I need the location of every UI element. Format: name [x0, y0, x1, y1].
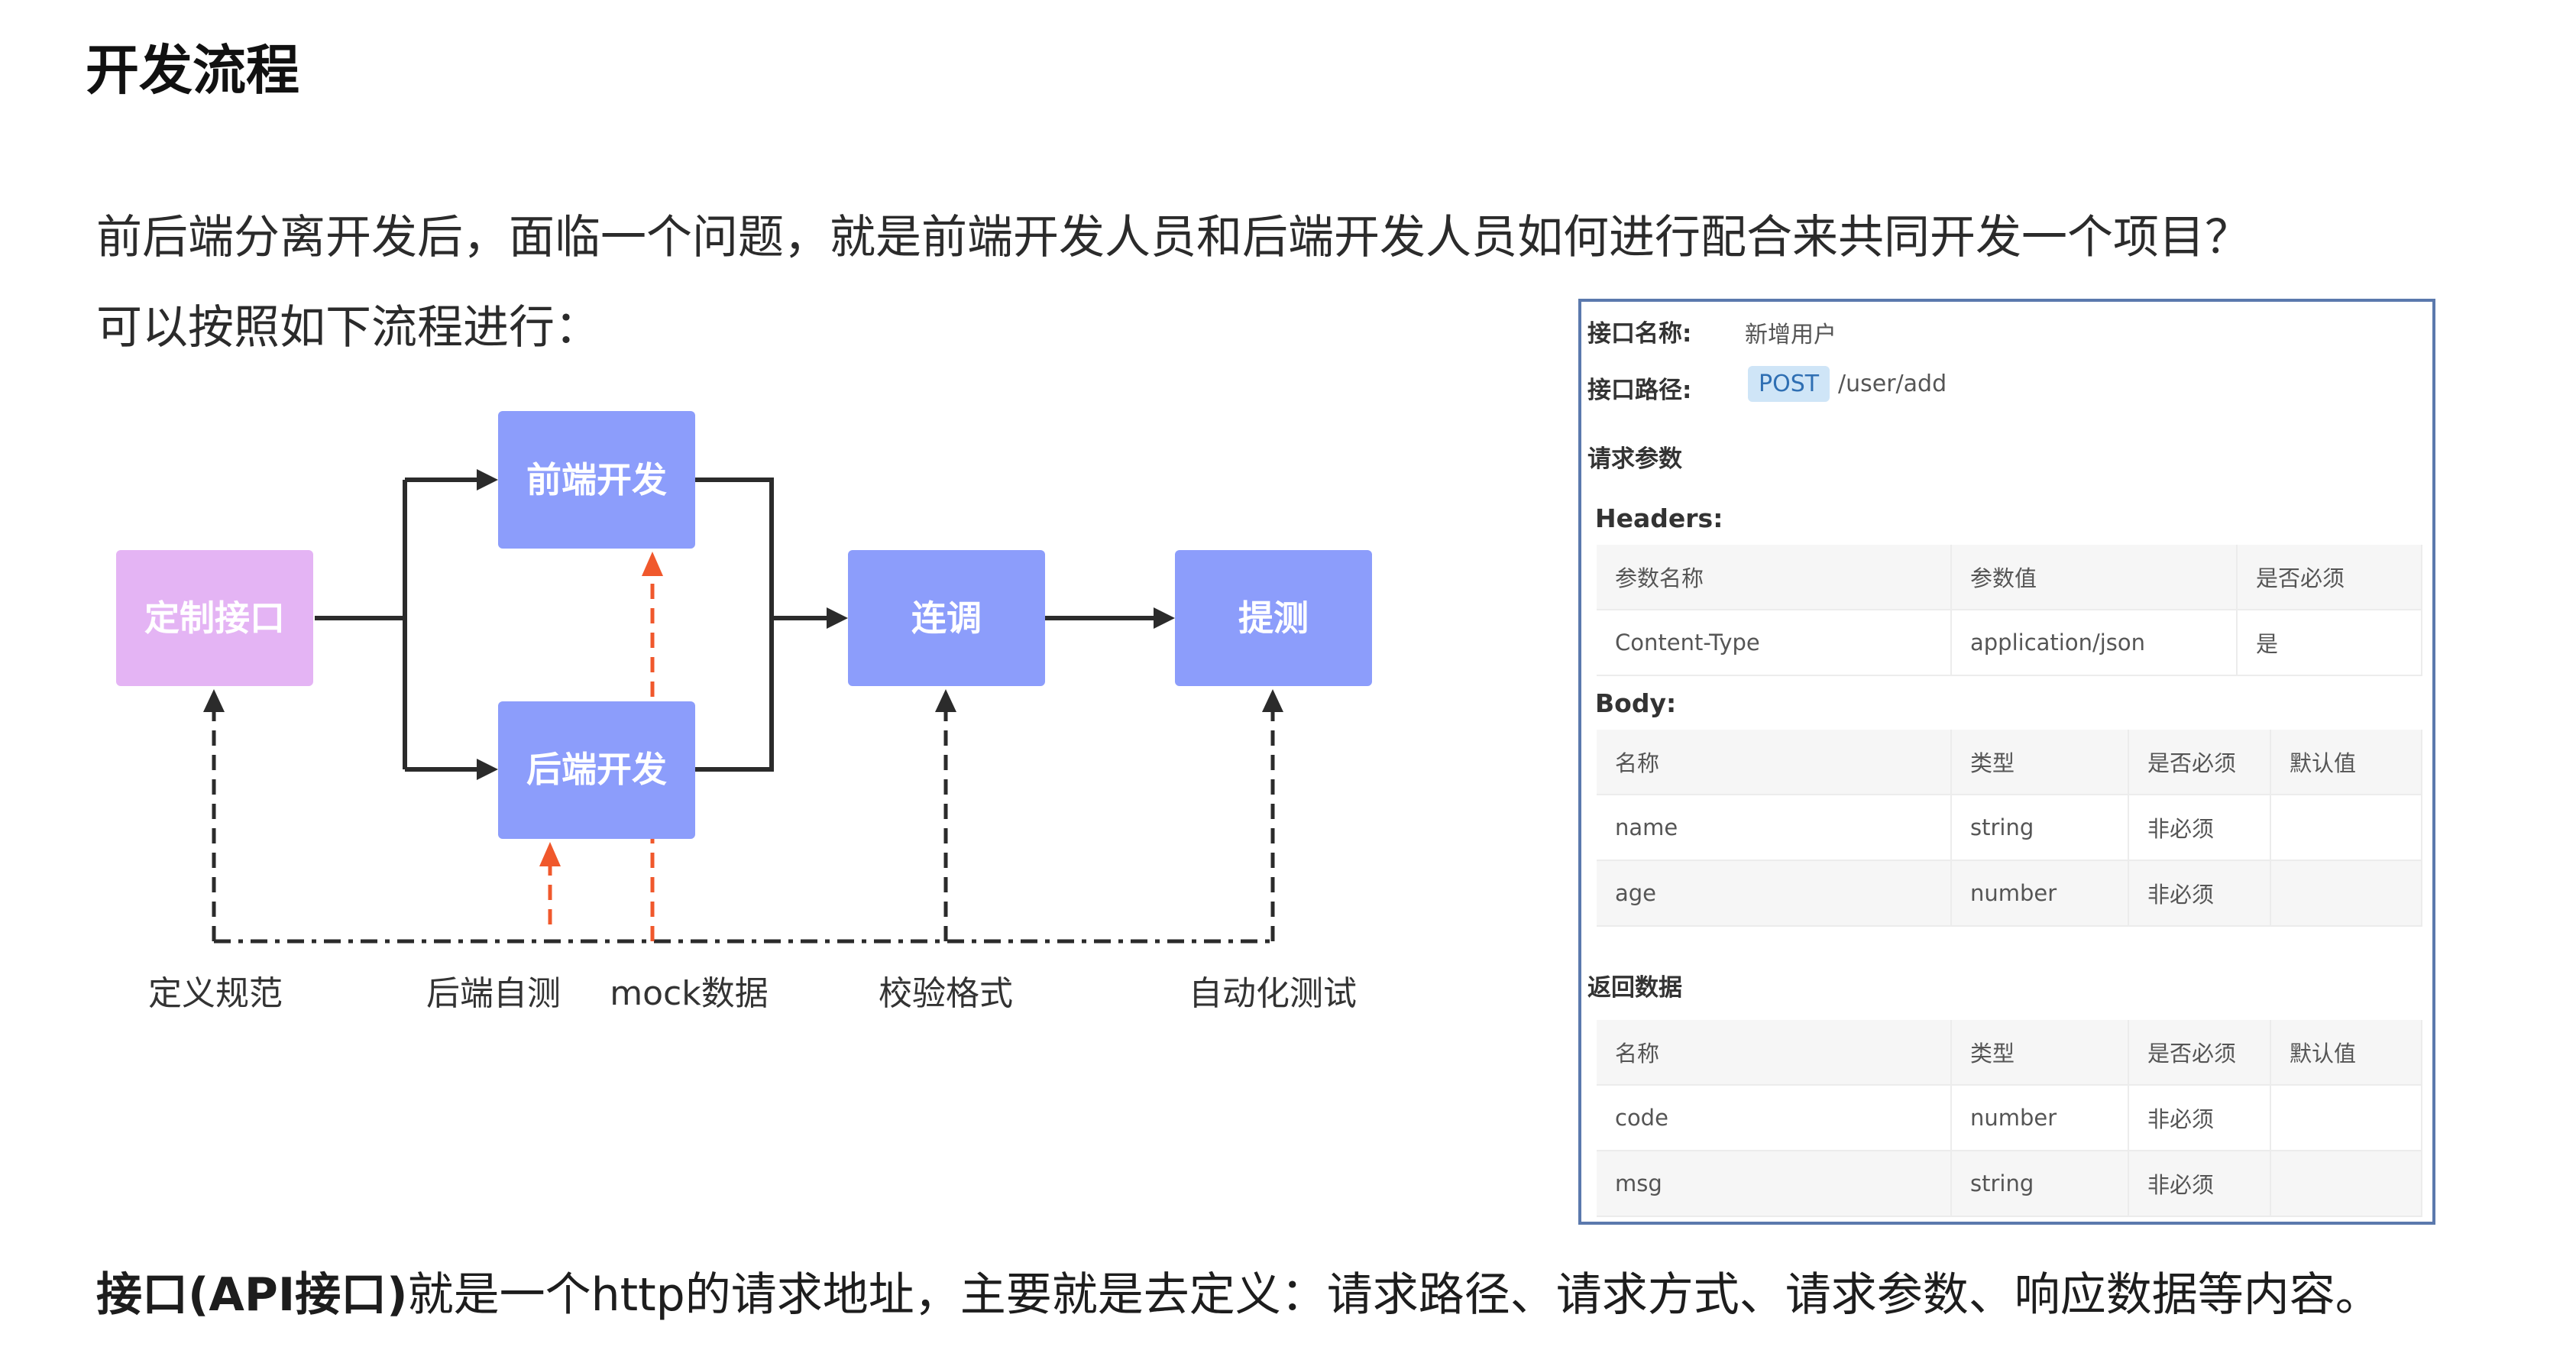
arrowhead-to-backend: [477, 759, 498, 780]
response-table: 名称 类型 是否必须 默认值 code number 非必须 msg strin…: [1597, 1020, 2422, 1217]
box-integrate: 连调: [848, 550, 1045, 686]
response-title: 返回数据: [1587, 974, 1682, 1002]
dashed-uplinks: [212, 711, 1275, 941]
table-row: msg string 非必须: [1597, 1151, 2422, 1217]
table-header-cell: 默认值: [2270, 1020, 2422, 1086]
box-backend: 后端开发: [498, 701, 695, 839]
body-title: Body:: [1595, 688, 1677, 718]
label-self-test: 后端自测: [426, 974, 561, 1013]
box-test: 提测: [1175, 550, 1372, 686]
table-header-cell: 名称: [1597, 730, 1952, 795]
table-cell: number: [1951, 1085, 2129, 1151]
arrowhead-up-test: [1262, 689, 1283, 712]
table-cell: 非必须: [2128, 860, 2271, 927]
api-name-value: 新增用户: [1745, 322, 1837, 348]
table-row: age number 非必须: [1597, 860, 2422, 927]
method-badge: POST: [1748, 366, 1830, 402]
table-header-row: 名称 类型 是否必须 默认值: [1597, 730, 2422, 795]
connector-frontend-merge: [695, 478, 774, 772]
box-frontend: 前端开发: [498, 411, 695, 549]
table-cell: string: [1951, 1151, 2129, 1217]
flow-diagram: 定制接口 前端开发 后端开发 连调 提测 定义规范 后端自测 mock数据 校验…: [116, 411, 1372, 1013]
box-frontend-label: 前端开发: [526, 459, 667, 500]
api-path-value: /user/add: [1838, 371, 1947, 397]
table-header-cell: 参数值: [1951, 545, 2238, 610]
table-cell: 非必须: [2128, 1151, 2271, 1217]
headers-title: Headers:: [1595, 503, 1723, 533]
box-define: 定制接口: [116, 550, 313, 686]
api-path-label: 接口路径:: [1587, 377, 1692, 404]
table-cell: 非必须: [2128, 1085, 2271, 1151]
table-header-cell: 是否必须: [2128, 730, 2271, 795]
box-define-label: 定制接口: [144, 597, 285, 639]
table-cell: string: [1951, 795, 2129, 861]
table-cell: [2270, 860, 2422, 927]
table-cell: [2270, 1151, 2422, 1217]
arrowhead-up-integrate: [935, 689, 956, 712]
label-spec: 定义规范: [148, 974, 283, 1013]
api-definition-rest: 就是一个http的请求地址，主要就是去定义：请求路径、请求方式、请求参数、响应数…: [407, 1268, 2381, 1322]
headers-table: 参数名称 参数值 是否必须 Content-Type application/j…: [1597, 545, 2422, 676]
table-cell: age: [1597, 860, 1952, 927]
api-definition-bold: 接口(API接口): [96, 1268, 408, 1322]
intro-follow: 可以按照如下流程进行：: [96, 301, 600, 355]
box-test-label: 提测: [1238, 597, 1309, 639]
arrowhead-red-selftest: [539, 842, 561, 866]
table-row: Content-Type application/json 是: [1597, 610, 2422, 676]
box-backend-label: 后端开发: [526, 749, 667, 790]
flow-connectors: [315, 469, 1175, 780]
arrowhead-red-mock: [642, 552, 663, 576]
intro-question: 前后端分离开发后，面临一个问题，就是前端开发人员和后端开发人员如何进行配合来共同…: [96, 211, 2251, 264]
table-cell: [2270, 1085, 2422, 1151]
body-table: 名称 类型 是否必须 默认值 name string 非必须 age numbe…: [1597, 730, 2422, 927]
table-header-cell: 类型: [1951, 1020, 2129, 1086]
arrowhead-up-define: [203, 689, 225, 712]
table-header-cell: 默认值: [2270, 730, 2422, 795]
table-cell: application/json: [1951, 610, 2238, 676]
table-cell: number: [1951, 860, 2129, 927]
table-row: name string 非必须: [1597, 795, 2422, 861]
table-cell: 是: [2237, 610, 2422, 676]
table-row: code number 非必须: [1597, 1085, 2422, 1151]
arrowhead-to-integrate: [827, 607, 848, 629]
table-cell: Content-Type: [1597, 610, 1952, 676]
box-integrate-label: 连调: [911, 597, 982, 639]
table-cell: [2270, 795, 2422, 861]
request-params-title: 请求参数: [1587, 445, 1682, 473]
page-title: 开发流程: [86, 39, 299, 102]
table-cell: msg: [1597, 1151, 1952, 1217]
table-header-cell: 名称: [1597, 1020, 1952, 1086]
api-name-label: 接口名称:: [1587, 320, 1692, 348]
api-doc-panel: 接口名称: 新增用户 接口路径: POST /user/add 请求参数 Hea…: [1578, 299, 2435, 1225]
label-auto-test: 自动化测试: [1189, 974, 1357, 1013]
table-cell: code: [1597, 1085, 1952, 1151]
table-cell: name: [1597, 795, 1952, 861]
label-validate: 校验格式: [879, 974, 1013, 1013]
table-header-cell: 类型: [1951, 730, 2129, 795]
arrowhead-to-frontend: [477, 469, 498, 490]
arrowhead-to-test: [1154, 607, 1175, 629]
api-definition-text: 接口(API接口)就是一个http的请求地址，主要就是去定义：请求路径、请求方式…: [96, 1258, 2381, 1324]
table-header-cell: 是否必须: [2128, 1020, 2271, 1086]
table-header-cell: 是否必须: [2237, 545, 2422, 610]
table-header-row: 参数名称 参数值 是否必须: [1597, 545, 2422, 610]
table-cell: 非必须: [2128, 795, 2271, 861]
table-header-row: 名称 类型 是否必须 默认值: [1597, 1020, 2422, 1086]
table-header-cell: 参数名称: [1597, 545, 1952, 610]
label-mock: mock数据: [610, 974, 768, 1013]
